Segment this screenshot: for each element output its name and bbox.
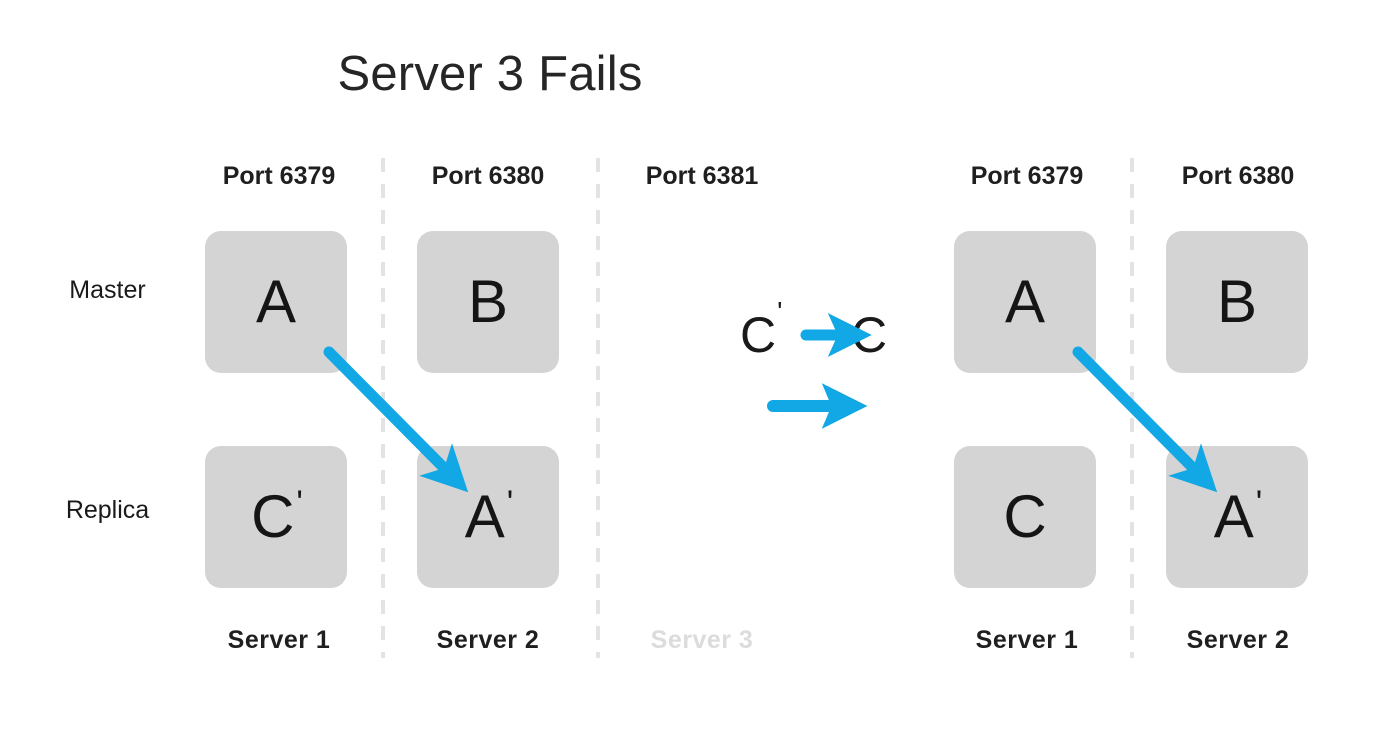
node-prime: ' <box>506 484 514 522</box>
node-box-left-replica-2: A' <box>417 446 559 588</box>
row-label-master: Master <box>69 276 146 304</box>
port-label-left-1: Port 6379 <box>222 162 336 190</box>
node-box-left-replica-1: C' <box>205 446 347 588</box>
node-box-right-master-2: B <box>1166 231 1308 373</box>
node-letter: B <box>1216 268 1258 335</box>
node-label-left-master-1: A <box>205 231 347 373</box>
server-label-right-1: Server 1 <box>975 626 1079 654</box>
port-label-left-2: Port 6380 <box>431 162 545 190</box>
node-label-left-replica-2: A' <box>417 446 559 588</box>
server-label-left-3-failed: Server 3 <box>650 626 754 654</box>
server-label-left-2: Server 2 <box>436 626 540 654</box>
node-box-right-master-1: A <box>954 231 1096 373</box>
server-label-right-2: Server 2 <box>1186 626 1290 654</box>
node-label-right-master-1: A <box>954 231 1096 373</box>
port-label-right-2: Port 6380 <box>1181 162 1295 190</box>
port-label-right-1: Port 6379 <box>970 162 1084 190</box>
divider-left-1 <box>381 158 385 658</box>
node-box-left-master-1: A <box>205 231 347 373</box>
page-title: Server 3 Fails <box>337 47 643 101</box>
node-letter: C <box>251 483 295 550</box>
divider-left-2 <box>596 158 600 658</box>
node-letter: A <box>1213 483 1254 550</box>
divider-right-1 <box>1130 158 1134 658</box>
node-letter: A <box>464 483 505 550</box>
node-box-right-replica-2: A' <box>1166 446 1308 588</box>
server-label-left-1: Server 1 <box>227 626 331 654</box>
node-box-right-replica-1: C <box>954 446 1096 588</box>
node-label-left-master-2: B <box>417 231 559 373</box>
node-letter: B <box>467 268 509 335</box>
node-label-right-replica-1: C <box>954 446 1096 588</box>
transition-from-label: C' <box>740 298 782 363</box>
node-label-right-master-2: B <box>1166 231 1308 373</box>
node-label-right-replica-2: A' <box>1166 446 1308 588</box>
node-label-left-replica-1: C' <box>205 446 347 588</box>
transition-to-label: C <box>851 307 888 363</box>
node-letter: A <box>255 268 297 335</box>
node-box-left-master-2: B <box>417 231 559 373</box>
row-label-replica: Replica <box>65 496 150 524</box>
node-prime: ' <box>296 484 303 522</box>
transition-from-letter: C <box>740 307 777 363</box>
node-letter: C <box>1003 483 1047 550</box>
node-letter: A <box>1004 268 1046 335</box>
node-prime: ' <box>1255 484 1263 522</box>
transition-from-prime: ' <box>777 296 783 327</box>
port-label-left-3: Port 6381 <box>645 162 759 190</box>
